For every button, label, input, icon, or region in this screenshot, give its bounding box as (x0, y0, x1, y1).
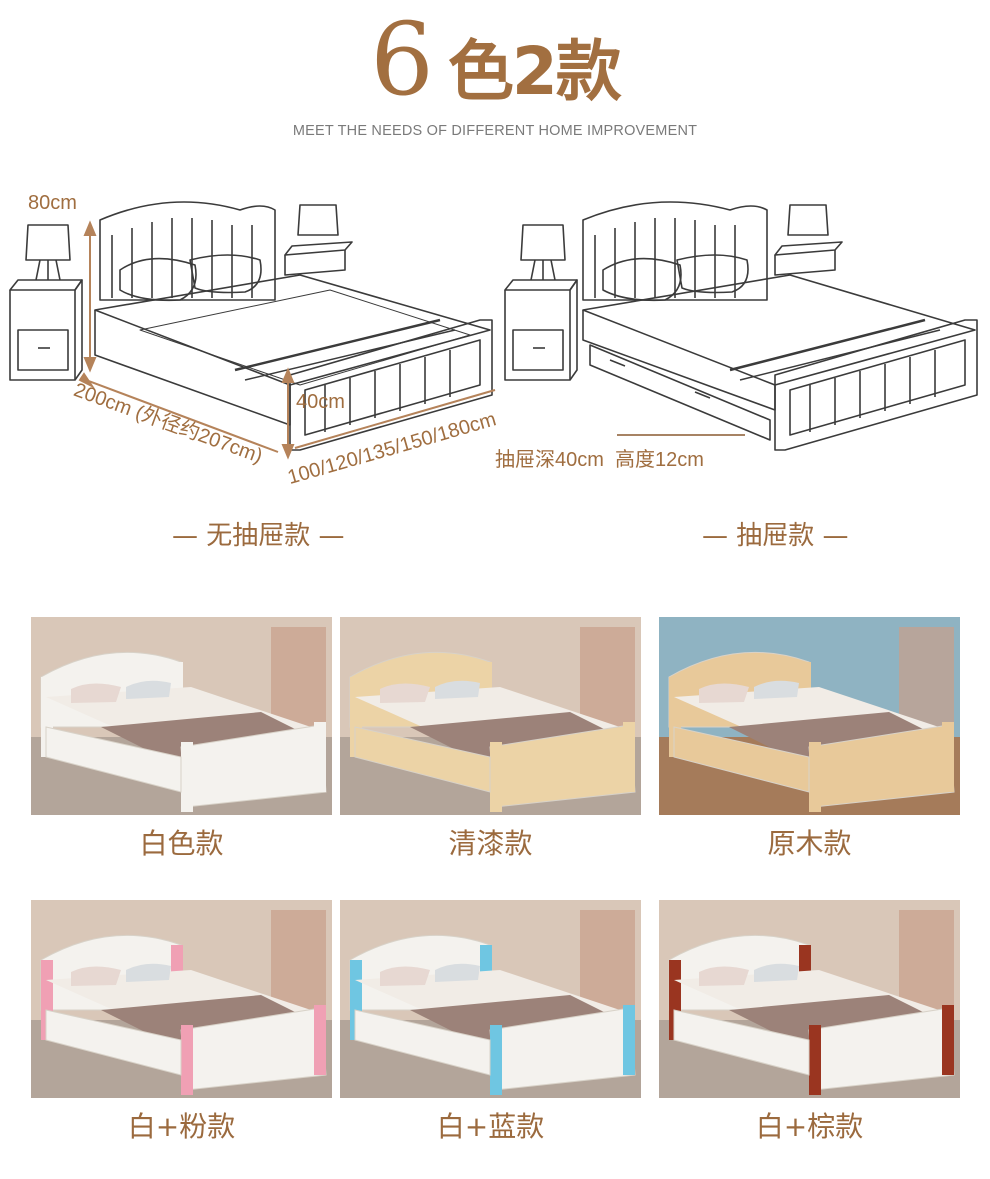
height-dimension-label: 80cm (28, 192, 77, 214)
foot-height-dimension-label: 40cm (296, 391, 345, 413)
title-number: 6 (370, 1, 434, 118)
bed-photo[interactable] (659, 617, 960, 815)
color-option-label: 白+粉款 (127, 1110, 236, 1143)
drawer-style-label: — 抽屉款 — (702, 521, 849, 551)
bed-sketch-drawer (504, 201, 978, 451)
bed-photo[interactable] (31, 900, 332, 1098)
color-option-label: 清漆款 (448, 827, 533, 860)
bed-photo[interactable] (340, 617, 641, 815)
page-subtitle: MEET THE NEEDS OF DIFFERENT HOME IMPROVE… (292, 123, 698, 139)
title-text: 色2款 (447, 33, 622, 110)
bed-photo[interactable] (31, 617, 332, 815)
color-option-label: 白色款 (139, 827, 224, 860)
color-option-label: 原木款 (767, 827, 852, 860)
color-option-label: 白+棕款 (755, 1110, 864, 1143)
bed-sketch-no-drawer (9, 201, 496, 460)
color-option-label: 白+蓝款 (436, 1110, 545, 1143)
bed-photo[interactable] (340, 900, 641, 1098)
bed-photo[interactable] (659, 900, 960, 1098)
drawer-dimension-label: 抽屉深40cm 高度12cm (495, 449, 704, 471)
no-drawer-style-label: — 无抽屉款 — (172, 521, 345, 551)
